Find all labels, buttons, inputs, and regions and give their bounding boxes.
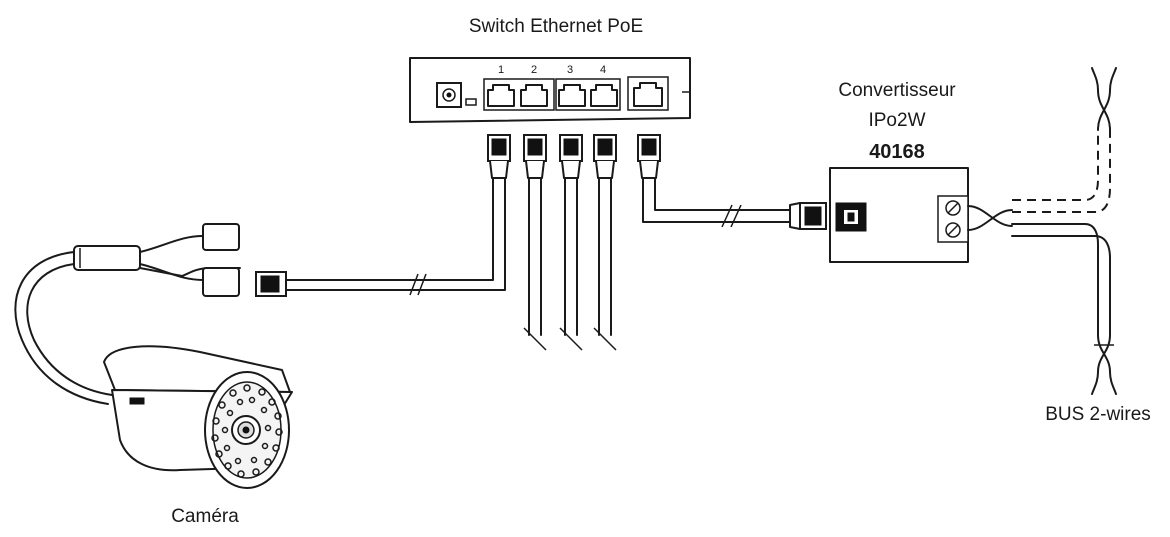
cable-converter	[642, 177, 827, 230]
port-number: 2	[531, 64, 537, 76]
rj45-plug	[637, 134, 661, 179]
camera-lens-icon	[231, 415, 261, 445]
converter-label-line1: Convertisseur	[838, 80, 956, 101]
port-number: 4	[600, 64, 606, 76]
terminal-block	[937, 195, 969, 243]
converter-box	[829, 167, 969, 263]
camera-body	[103, 345, 293, 489]
rj45-plug	[523, 134, 547, 179]
rj45-port-3	[558, 84, 586, 107]
converter-rj45-socket-icon	[835, 202, 867, 232]
bus-label: BUS 2-wires	[1045, 404, 1151, 425]
camera-cables	[14, 223, 287, 405]
power-jack-icon	[436, 82, 462, 108]
cables-unused-ports	[523, 177, 617, 351]
camera-brand-mark	[129, 397, 145, 405]
rj45-port-4	[590, 84, 618, 107]
rj45-plug	[593, 134, 617, 179]
rj45-plug	[487, 134, 511, 179]
rj45-port-1	[487, 84, 515, 107]
rj45-uplink-port	[633, 82, 663, 107]
cable-camera	[284, 177, 506, 296]
rj45-port-2	[520, 84, 548, 107]
port-number: 3	[567, 64, 573, 76]
poe-switch: 1 2 3 4	[409, 57, 691, 123]
rj45-plug	[559, 134, 583, 179]
camera-label: Caméra	[171, 506, 239, 527]
port-number: 1	[498, 64, 504, 76]
ir-led-ring	[211, 384, 283, 478]
converter-label-line2: IPo2W	[868, 110, 925, 131]
converter-code: 40168	[869, 141, 925, 163]
switch-label: Switch Ethernet PoE	[469, 16, 643, 37]
rj45-plugs	[487, 134, 661, 179]
switch-led	[465, 98, 477, 106]
bus-2-wires	[967, 67, 1117, 395]
